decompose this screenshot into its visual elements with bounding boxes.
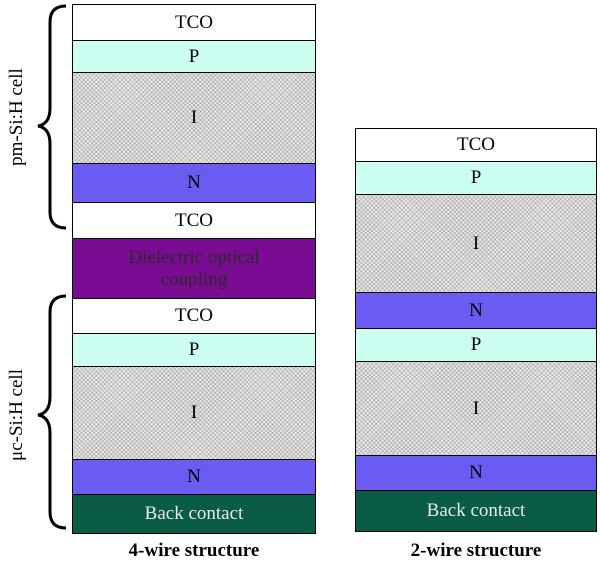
layer-n-bottom: N: [73, 460, 315, 495]
brace-bottom: [37, 294, 67, 530]
label-pm-si-cell: pm-Si:H cell: [6, 68, 27, 166]
layer-tco: TCO: [356, 129, 596, 162]
layer-i-top: I: [356, 195, 596, 293]
layer-back-contact: Back contact: [356, 491, 596, 531]
layer-tco-middle: TCO: [73, 203, 315, 239]
layer-tco-top: TCO: [73, 5, 315, 41]
layer-i-bottom: I: [73, 367, 315, 460]
layer-tco-lower: TCO: [73, 299, 315, 334]
layer-i-bottom: I: [356, 362, 596, 456]
two-wire-stack: TCO P I N P I N Back contact: [355, 128, 597, 532]
caption-two-wire: 2-wire structure: [410, 540, 542, 561]
four-wire-stack: TCO P I N TCO Dielectric optical couplin…: [72, 4, 316, 534]
layer-n-bottom: N: [356, 456, 596, 491]
caption-four-wire: 4-wire structure: [128, 540, 260, 561]
layer-dielectric-optical-coupling: Dielectric optical coupling: [73, 239, 315, 299]
label-uc-si-cell: μc-Si:H cell: [6, 369, 27, 461]
layer-i-top: I: [73, 73, 315, 164]
layer-p-top: P: [356, 162, 596, 195]
layer-p-top: P: [73, 41, 315, 73]
cell-braces: [37, 4, 67, 530]
brace-top: [37, 4, 67, 230]
layer-n-top: N: [73, 164, 315, 203]
layer-p-bottom: P: [73, 334, 315, 367]
layer-back-contact: Back contact: [73, 495, 315, 533]
layer-n-top: N: [356, 293, 596, 329]
layer-p-bottom: P: [356, 329, 596, 362]
